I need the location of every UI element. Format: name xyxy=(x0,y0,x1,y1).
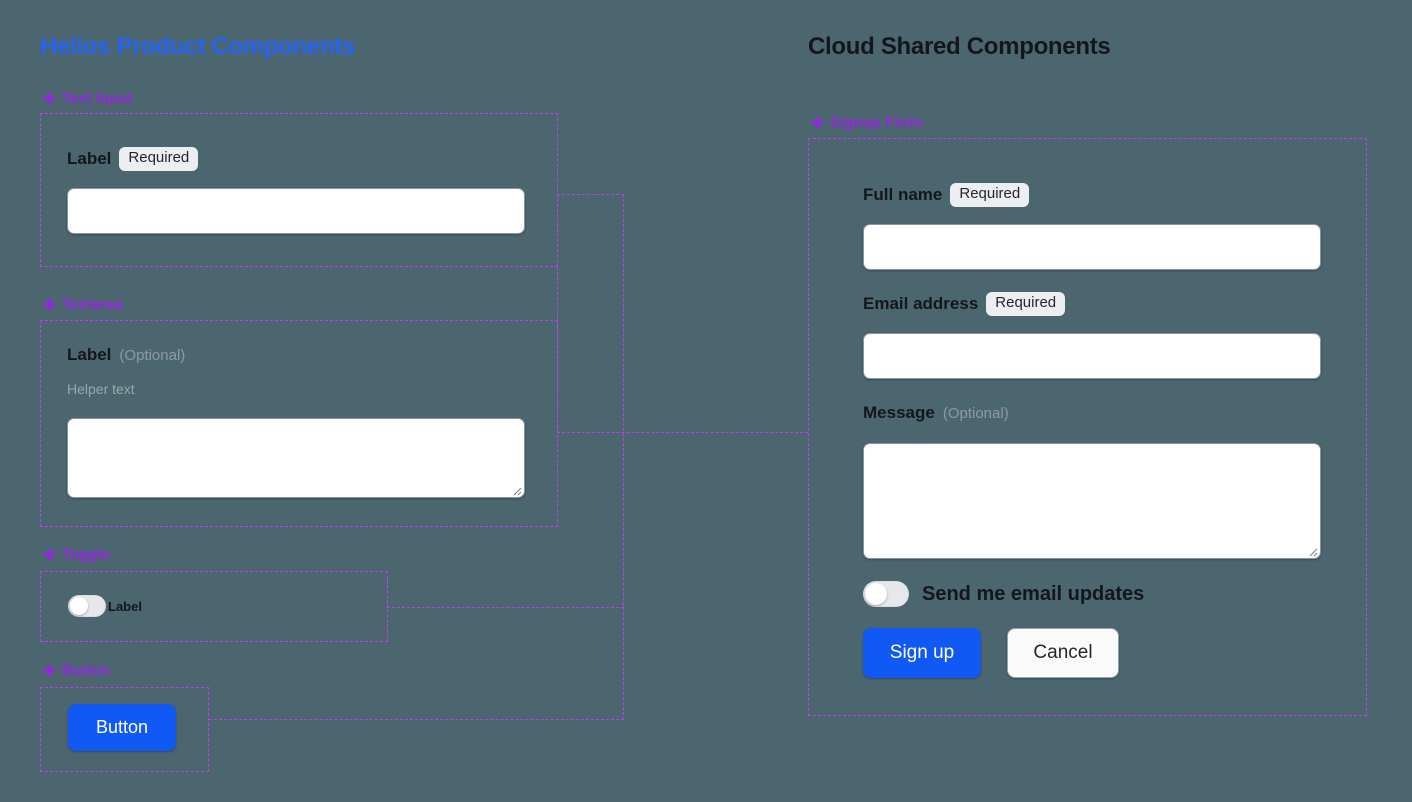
full-name-label: Full name xyxy=(863,184,943,204)
message-label-row: Message (Optional) xyxy=(863,403,1009,423)
email-updates-label: Send me email updates xyxy=(922,583,1145,605)
toggle-switch[interactable] xyxy=(68,595,106,617)
signup-submit-button[interactable]: Sign up xyxy=(863,628,981,678)
email-updates-toggle[interactable] xyxy=(863,581,909,607)
email-required-badge: Required xyxy=(986,292,1066,316)
text-input-label: Label xyxy=(67,148,112,168)
textarea-label: Label xyxy=(67,345,112,364)
email-label: Email address xyxy=(863,293,979,313)
textarea-helper-text: Helper text xyxy=(67,381,135,397)
message-label: Message xyxy=(863,403,935,422)
section-label-text-input: Text Input xyxy=(43,90,133,107)
toggle-knob xyxy=(70,597,88,615)
connector-segment xyxy=(209,719,624,720)
component-frame-toggle xyxy=(40,571,388,642)
section-label-button: Button xyxy=(43,662,110,679)
diamond-icon xyxy=(43,92,56,105)
component-frame-signup-form xyxy=(808,138,1367,716)
page-title-left: Helios Product Components xyxy=(40,33,356,60)
toggle-knob xyxy=(865,583,887,605)
signup-cancel-button[interactable]: Cancel xyxy=(1007,628,1119,678)
section-label-text: Toggle xyxy=(62,546,111,563)
component-frame-button xyxy=(40,687,209,772)
connector-segment xyxy=(557,432,808,433)
page-title-right: Cloud Shared Components xyxy=(808,33,1111,60)
toggle-label: Label xyxy=(108,599,142,614)
full-name-input[interactable] xyxy=(863,224,1321,270)
textarea-wrapper xyxy=(67,418,525,498)
full-name-required-badge: Required xyxy=(950,183,1030,207)
message-textarea-wrapper xyxy=(863,443,1321,559)
connector-segment xyxy=(387,607,624,608)
text-input-label-row: Label Required xyxy=(67,147,199,171)
diamond-icon xyxy=(43,548,56,561)
section-label-text: Button xyxy=(62,662,111,679)
message-textarea[interactable] xyxy=(863,443,1321,559)
connector-segment xyxy=(557,194,624,195)
textarea-field[interactable] xyxy=(67,418,525,498)
email-label-row: Email address Required xyxy=(863,292,1066,316)
textarea-label-row: Label (Optional) xyxy=(67,345,185,365)
section-label-signup-form: Signup Form xyxy=(811,114,923,131)
message-optional-tag: (Optional) xyxy=(942,404,1009,422)
textarea-optional-tag: (Optional) xyxy=(119,346,186,364)
diamond-icon xyxy=(43,664,56,677)
section-label-toggle: Toggle xyxy=(43,546,110,563)
text-input-required-badge: Required xyxy=(119,147,199,171)
section-label-text: Textarea xyxy=(62,296,123,313)
email-input[interactable] xyxy=(863,333,1321,379)
diamond-icon xyxy=(43,298,56,311)
demo-button[interactable]: Button xyxy=(68,704,176,751)
full-name-label-row: Full name Required xyxy=(863,183,1030,207)
section-label-text: Text Input xyxy=(62,90,133,107)
component-frame-textarea xyxy=(40,320,558,527)
section-label-text: Signup Form xyxy=(830,114,923,131)
section-label-textarea: Textarea xyxy=(43,296,123,313)
text-input-field[interactable] xyxy=(67,188,525,234)
diamond-icon xyxy=(811,116,824,129)
component-frame-text-input xyxy=(40,113,558,267)
connector-segment xyxy=(623,194,624,720)
